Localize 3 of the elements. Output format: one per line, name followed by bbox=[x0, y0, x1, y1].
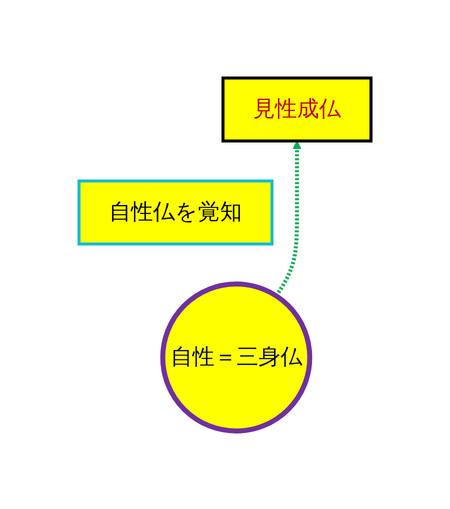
node-box: 見性成仏 bbox=[222, 76, 372, 142]
node-box: 自性仏を覚知 bbox=[78, 180, 274, 246]
node-circle: 自性＝三身仏 bbox=[160, 282, 312, 434]
